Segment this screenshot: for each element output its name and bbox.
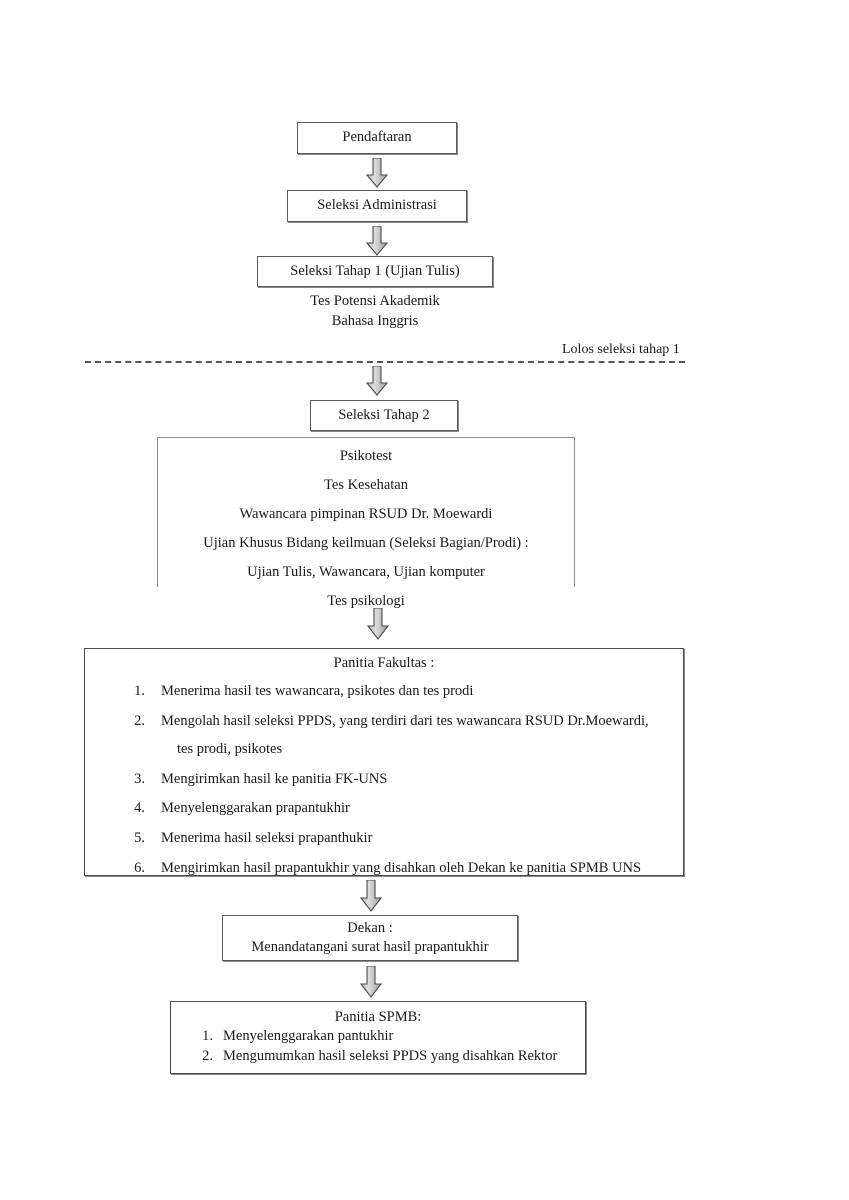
tahap-1-detail-line-2: Bahasa Inggris [331,313,419,329]
panitia-spmb-list: 1. Menyelenggarakan pantukhir 2. Mengumu… [171,1027,585,1066]
list-item-number: 6. [134,860,145,877]
list-item-text: Mengolah hasil seleksi PPDS, yang terdir… [161,712,649,729]
tahap-2-detail-line-6: Tes psikologi [327,593,405,610]
node-dekan-line-1: Dekan : [347,919,393,936]
node-pendaftaran-label: Pendaftaran [342,129,412,146]
list-item-number: 2. [202,1047,213,1064]
arrow-pendaftaran-to-administrasi [365,157,389,188]
arrow-fakultas-to-dekan [359,879,383,912]
list-item-text: Menyelenggarakan pantukhir [223,1028,394,1044]
node-seleksi-administrasi-label: Seleksi Administrasi [317,197,437,214]
list-item: 5. Menerima hasil seleksi prapanthukir [85,829,683,848]
node-dekan-line-2: Menandatangani surat hasil prapantukhir [251,939,489,955]
node-panitia-fakultas: Panitia Fakultas : 1. Menerima hasil tes… [84,648,684,876]
list-item: 2. Mengolah hasil seleksi PPDS, yang ter… [85,712,683,731]
list-item-text: Menerima hasil tes wawancara, psikotes d… [161,683,474,699]
list-item: 3. Mengirimkan hasil ke panitia FK-UNS [85,770,683,789]
list-item-text: Menerima hasil seleksi prapanthukir [161,830,373,847]
tahap-2-detail-line-4: Ujian Khusus Bidang keilmuan (Seleksi Ba… [203,534,529,551]
node-dekan: Dekan : Menandatangani surat hasil prapa… [222,915,518,961]
node-seleksi-tahap-1-label: Seleksi Tahap 1 (Ujian Tulis) [290,262,460,279]
separator-label: Lolos seleksi tahap 1 [562,342,680,357]
list-item-number: 2. [134,712,145,729]
arrow-tahap2-to-panitia-fakultas [366,607,390,640]
node-panitia-spmb: Panitia SPMB: 1. Menyelenggarakan pantuk… [170,1001,586,1074]
list-item-text: Mengumumkan hasil seleksi PPDS yang disa… [223,1047,558,1064]
node-seleksi-tahap-2: Seleksi Tahap 2 [310,400,458,431]
tahap-1-detail: Tes Potensi Akademik Bahasa Inggris [257,291,493,331]
separator-dashed-line [85,361,685,363]
panitia-spmb-title: Panitia SPMB: [334,1009,422,1025]
tahap-2-detail-panel: Psikotest Tes Kesehatan Wawancara pimpin… [157,437,575,609]
tahap-1-detail-line-1: Tes Potensi Akademik [310,293,440,309]
list-item-continuation: tes prodi, psikotes [177,740,283,757]
tahap-2-detail-line-3: Wawancara pimpinan RSUD Dr. Moewardi [239,505,493,522]
arrow-dekan-to-panitia-spmb [359,965,383,998]
tahap-2-detail-line-2: Tes Kesehatan [324,476,408,493]
node-seleksi-administrasi: Seleksi Administrasi [287,190,467,222]
list-item: 4. Menyelenggarakan prapantukhir [85,799,683,818]
list-item-number: 1. [134,683,145,699]
node-pendaftaran: Pendaftaran [297,122,457,154]
panitia-fakultas-list: 1. Menerima hasil tes wawancara, psikote… [85,682,683,878]
list-item-text: Mengirimkan hasil ke panitia FK-UNS [161,770,388,787]
list-item-number: 5. [134,830,145,847]
tahap-2-detail-line-5: Ujian Tulis, Wawancara, Ujian komputer [247,564,485,580]
list-item: 1. Menyelenggarakan pantukhir [171,1027,585,1046]
tahap-2-detail-line-1: Psikotest [339,447,393,464]
panitia-fakultas-title: Panitia Fakultas : [333,655,435,671]
list-item: 1. Menerima hasil tes wawancara, psikote… [85,682,683,701]
list-item-number: 3. [134,770,145,787]
list-item: 2. Mengumumkan hasil seleksi PPDS yang d… [171,1047,585,1066]
list-item: 6. Mengirimkan hasil prapantukhir yang d… [85,859,683,878]
arrow-administrasi-to-tahap1 [365,225,389,256]
list-item-number: 4. [134,800,145,817]
arrow-separator-to-tahap2 [365,365,389,396]
list-item-text: Mengirimkan hasil prapantukhir yang disa… [161,860,642,877]
list-item-number: 1. [202,1028,213,1044]
node-seleksi-tahap-2-label: Seleksi Tahap 2 [338,406,430,423]
node-seleksi-tahap-1: Seleksi Tahap 1 (Ujian Tulis) [257,256,493,287]
list-item-text: Menyelenggarakan prapantukhir [161,800,350,817]
